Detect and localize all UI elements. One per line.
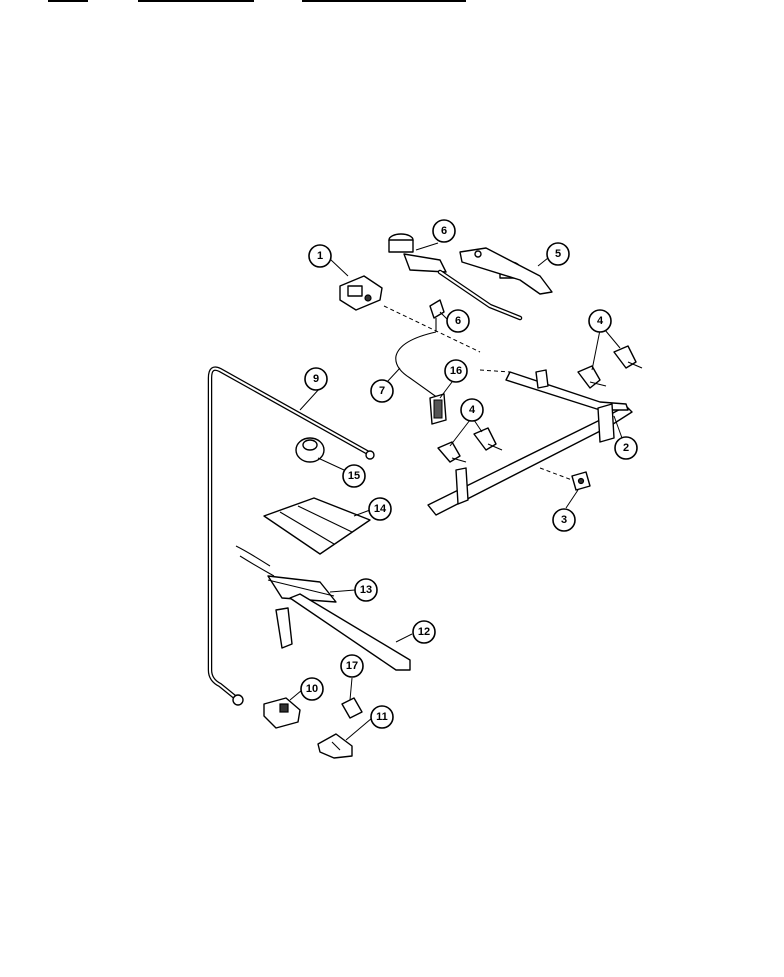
callout-9: 9 [304, 367, 328, 391]
callout-label: 6 [455, 315, 461, 327]
callout-label: 10 [306, 683, 318, 695]
oven-burner [275, 593, 411, 671]
valve-bracket-clip [571, 471, 591, 491]
callout-14: 14 [368, 497, 392, 521]
callout-11: 11 [370, 705, 394, 729]
callout-2: 2 [614, 436, 638, 460]
callout-label: 6 [441, 225, 447, 237]
orifice-hood [295, 437, 325, 463]
callout-label: 13 [360, 584, 372, 596]
callout-label: 2 [623, 442, 629, 454]
burner-valve-upper-a [577, 365, 607, 389]
pilot-bracket [263, 697, 301, 729]
callout-3: 3 [552, 508, 576, 532]
callout-label: 9 [313, 373, 319, 385]
burner-valve-lower-b [473, 427, 503, 451]
callout-1: 1 [308, 244, 332, 268]
callout-5: 5 [546, 242, 570, 266]
callout-4-lower: 4 [460, 398, 484, 422]
callout-label: 1 [317, 250, 323, 262]
callout-label: 15 [348, 470, 360, 482]
callout-label: 11 [376, 711, 388, 723]
valve-assembly [339, 275, 481, 353]
callout-13: 13 [354, 578, 378, 602]
callout-7: 7 [370, 379, 394, 403]
tube-clamp [317, 733, 353, 759]
callout-label: 3 [561, 514, 567, 526]
callout-17: 17 [340, 654, 364, 678]
leader-lines [289, 242, 623, 741]
burner-baffle [263, 497, 371, 555]
callout-label: 4 [469, 404, 476, 416]
ignitor-switch [429, 393, 447, 425]
top-burner [388, 233, 523, 321]
broil-burner [235, 545, 337, 603]
callout-6-lower: 6 [446, 309, 470, 333]
callout-15: 15 [342, 464, 366, 488]
burner-bracket [459, 247, 553, 295]
callout-label: 12 [418, 626, 430, 638]
callout-6-upper: 6 [432, 219, 456, 243]
callout-label: 16 [450, 365, 462, 377]
burner-valve-lower-a [437, 441, 467, 463]
callout-4-upper: 4 [588, 309, 612, 333]
callout-label: 4 [597, 315, 604, 327]
callout-16: 16 [444, 359, 468, 383]
oven-supply-tube [207, 366, 375, 706]
spring-clip [341, 697, 363, 719]
pilot-fitting [429, 299, 445, 332]
callout-label: 5 [555, 248, 561, 260]
callout-label: 17 [346, 660, 358, 672]
thermocouple-tube [395, 331, 439, 399]
manifold-pipe [427, 369, 633, 516]
callout-12: 12 [412, 620, 436, 644]
callout-10: 10 [300, 677, 324, 701]
burner-valve-upper-b [613, 345, 643, 369]
callout-label: 14 [374, 503, 387, 515]
callout-label: 7 [379, 385, 385, 397]
